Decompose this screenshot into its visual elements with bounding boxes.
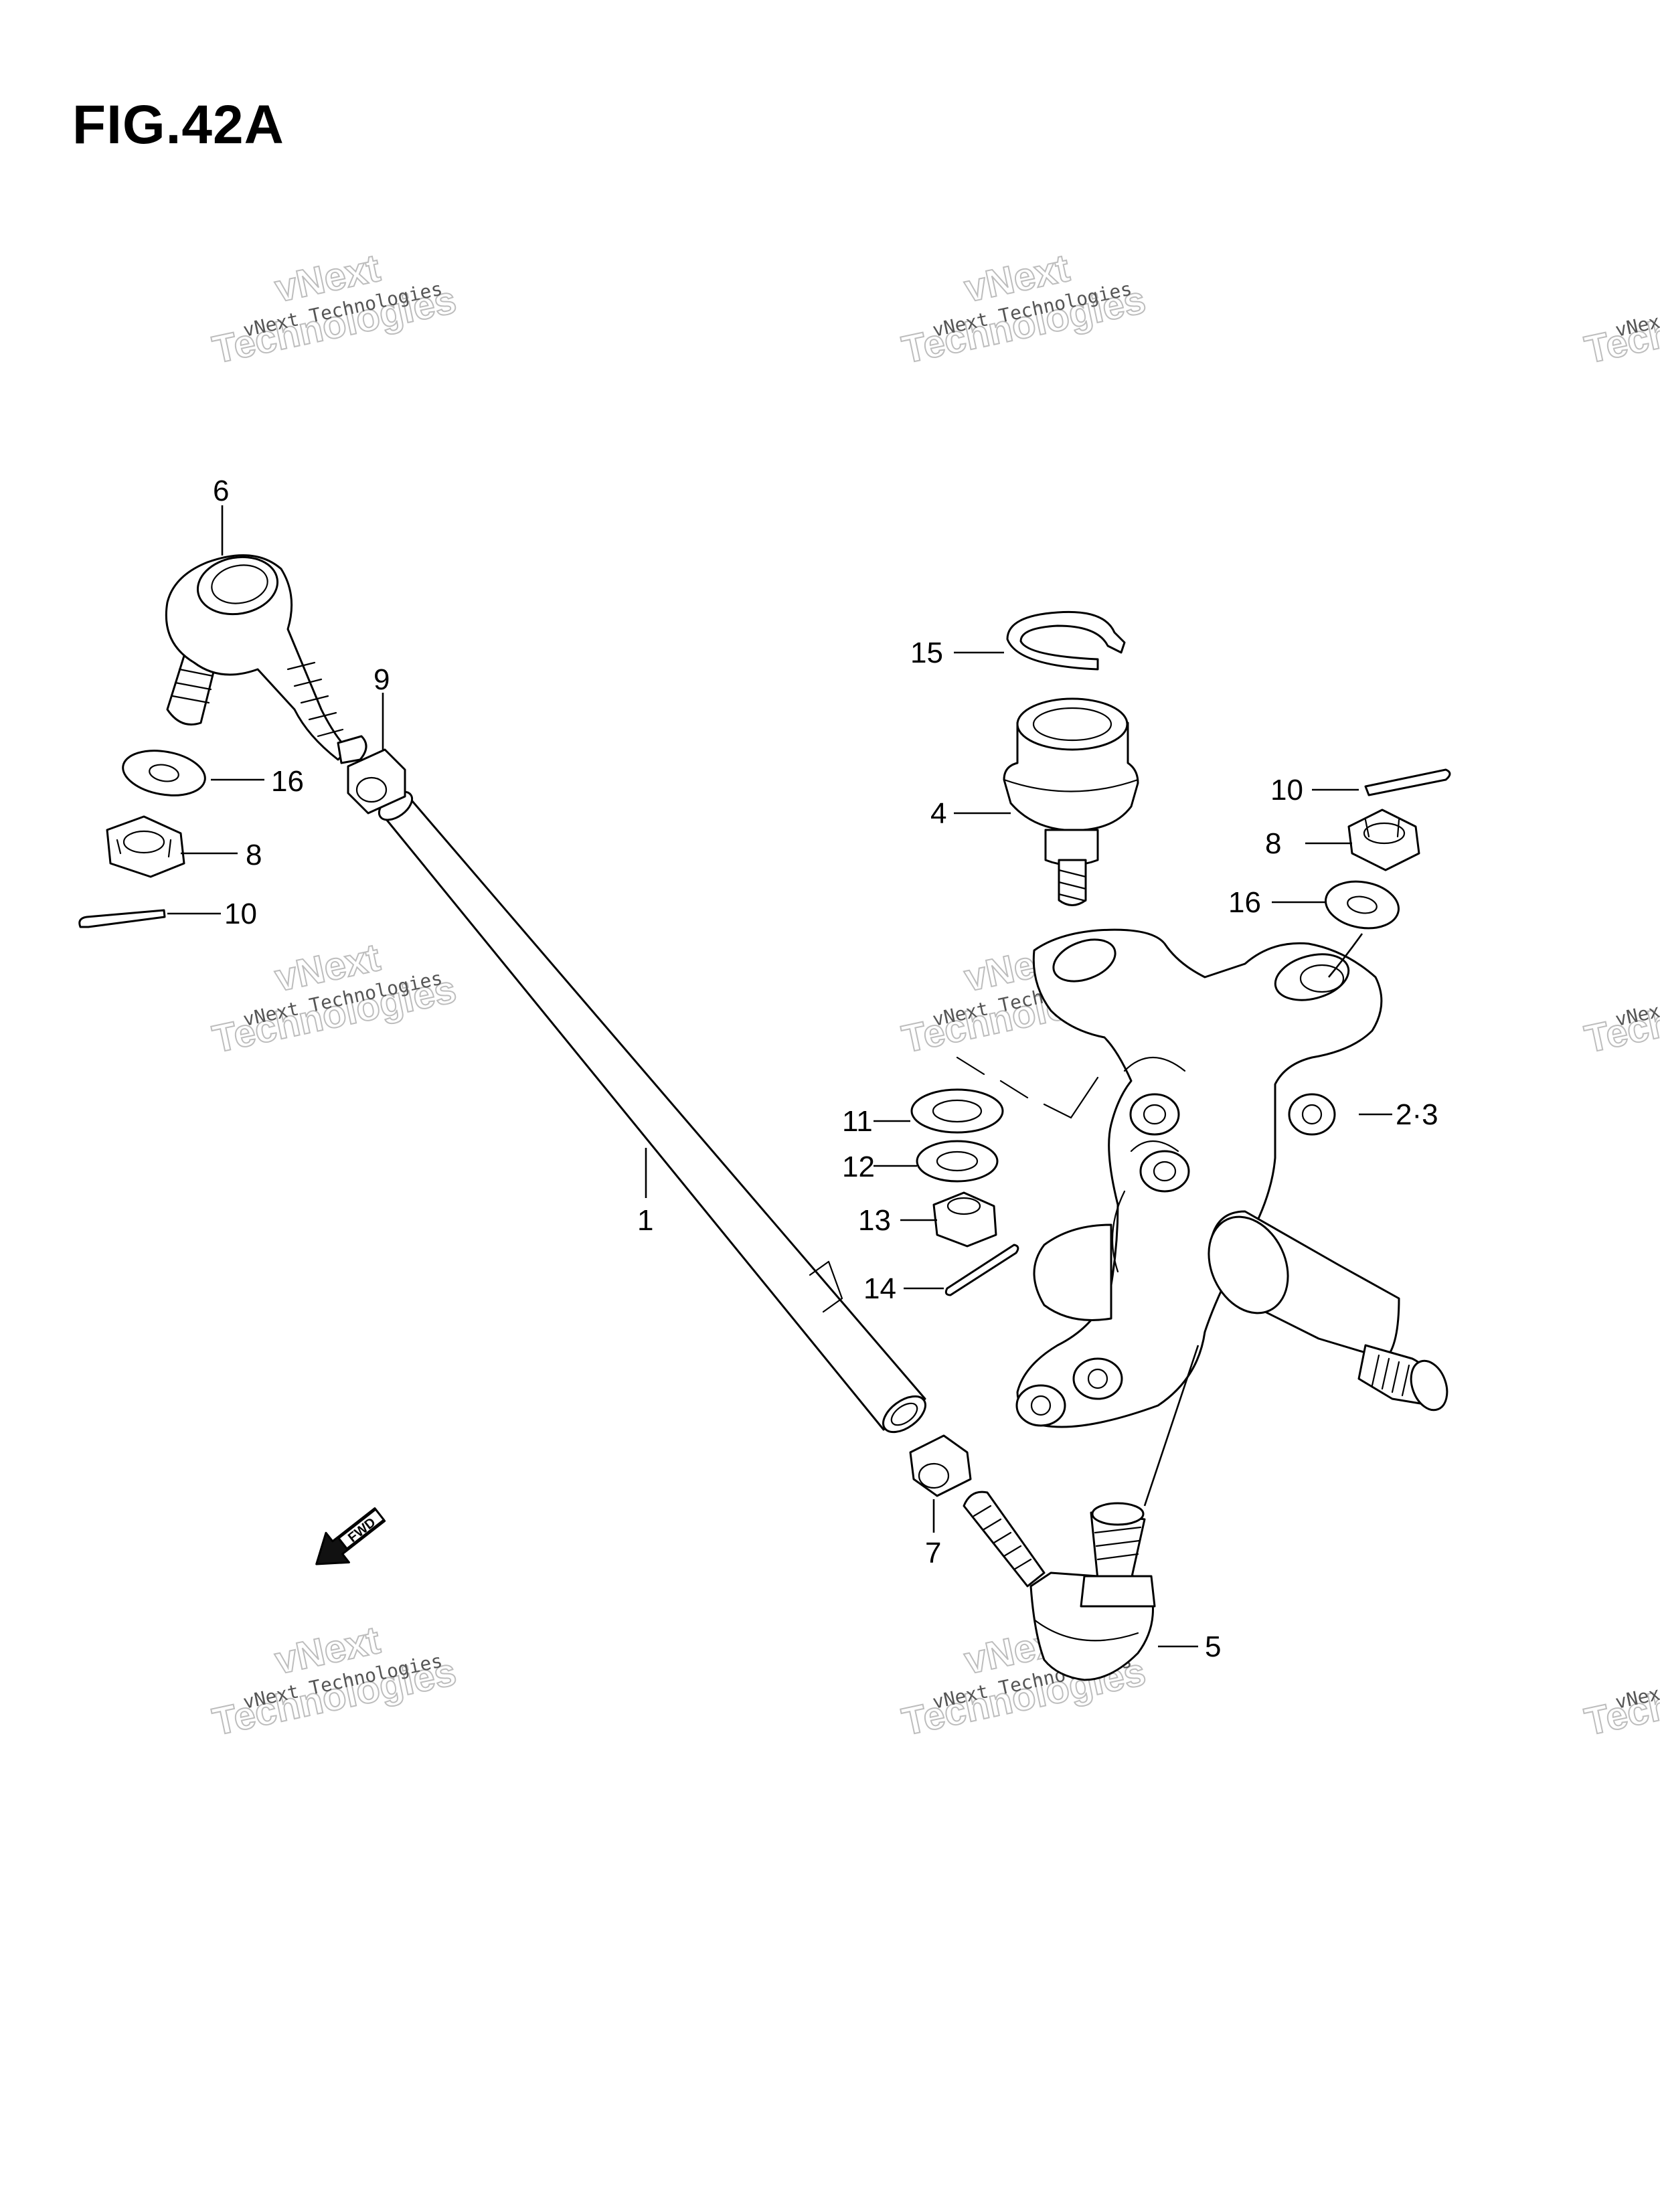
watermark-group: Technologies vNext vNext Technologies Te… — [208, 246, 1660, 1745]
ball-joint-part — [1003, 697, 1139, 906]
callout-1: 1 — [637, 1204, 653, 1237]
callout-2-3: 2·3 — [1396, 1098, 1438, 1131]
nut-part — [347, 748, 406, 815]
callout-10: 10 — [224, 898, 257, 930]
callout-12: 12 — [842, 1151, 875, 1183]
washer-part — [122, 750, 206, 796]
washer-part — [916, 1140, 999, 1183]
tie-rod-part — [378, 790, 926, 1434]
leader-lines — [167, 505, 1392, 1648]
forward-arrow-icon: FWD — [315, 1507, 386, 1565]
callout-8: 8 — [246, 839, 262, 871]
nut-part — [909, 1434, 972, 1497]
tie-rod-end-right-part — [963, 1491, 1156, 1681]
circlip-part — [1006, 610, 1126, 671]
cotter-pin-part — [1364, 768, 1451, 796]
callout-16: 16 — [271, 765, 304, 798]
castle-nut-part — [106, 815, 185, 878]
cotter-pin-part — [78, 909, 166, 928]
callout-7: 7 — [925, 1537, 941, 1569]
callout-4: 4 — [930, 797, 946, 830]
callout-10: 10 — [1270, 774, 1303, 806]
callout-16: 16 — [1228, 886, 1261, 919]
watermark-text: vNext Technologies — [1613, 967, 1660, 1031]
castle-nut-part — [932, 1191, 997, 1248]
watermark-text: vNext Technologies — [1613, 1650, 1660, 1713]
washer-part — [910, 1088, 1004, 1134]
tie-rod-end-left-part — [165, 554, 367, 764]
callout-9: 9 — [374, 663, 390, 696]
callout-15: 15 — [910, 636, 943, 669]
callout-labels: 6 9 16 8 10 1 15 4 10 8 16 2·3 11 12 13 … — [213, 475, 1438, 1663]
callout-11: 11 — [842, 1105, 873, 1138]
castle-nut-part — [1347, 809, 1420, 871]
callout-6: 6 — [213, 475, 229, 507]
callout-8: 8 — [1265, 827, 1281, 860]
callout-14: 14 — [863, 1272, 896, 1305]
washer-part — [1325, 880, 1400, 930]
figure-title: FIG.42A — [72, 94, 284, 155]
callout-13: 13 — [858, 1204, 891, 1237]
knuckle-part — [956, 928, 1448, 1428]
callout-5: 5 — [1205, 1630, 1221, 1663]
cotter-pin-part — [944, 1244, 1019, 1296]
watermark-text: vNext Technologies — [1613, 278, 1660, 341]
